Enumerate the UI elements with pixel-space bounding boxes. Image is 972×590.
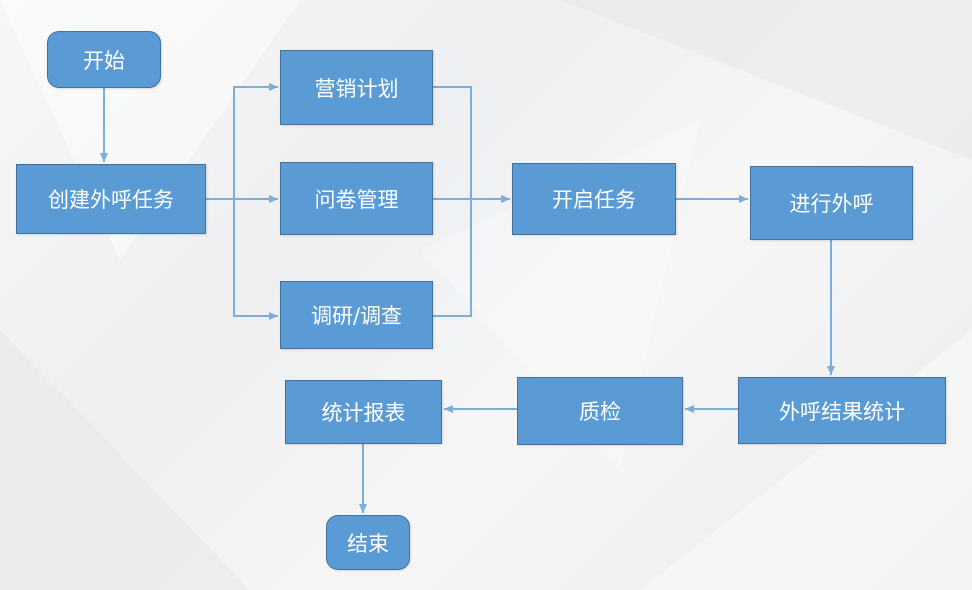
node-research: 调研/调查 [280,281,433,349]
line-merge-marketing [433,86,472,199]
line-merge-research [433,199,472,317]
node-start: 开始 [47,31,161,88]
node-end: 结束 [326,515,410,570]
node-outbound-call: 进行外呼 [750,166,913,240]
node-report: 统计报表 [285,380,442,444]
node-start-task: 开启任务 [512,163,676,235]
node-questionnaire: 问卷管理 [280,162,433,235]
node-marketing-plan: 营销计划 [280,50,433,125]
arrow-branch-to-research [233,199,278,320]
arrow-branch-to-marketing [233,83,278,199]
node-result-stats: 外呼结果统计 [738,377,946,444]
node-create-task: 创建外呼任务 [16,164,206,234]
node-quality-check: 质检 [517,377,683,445]
